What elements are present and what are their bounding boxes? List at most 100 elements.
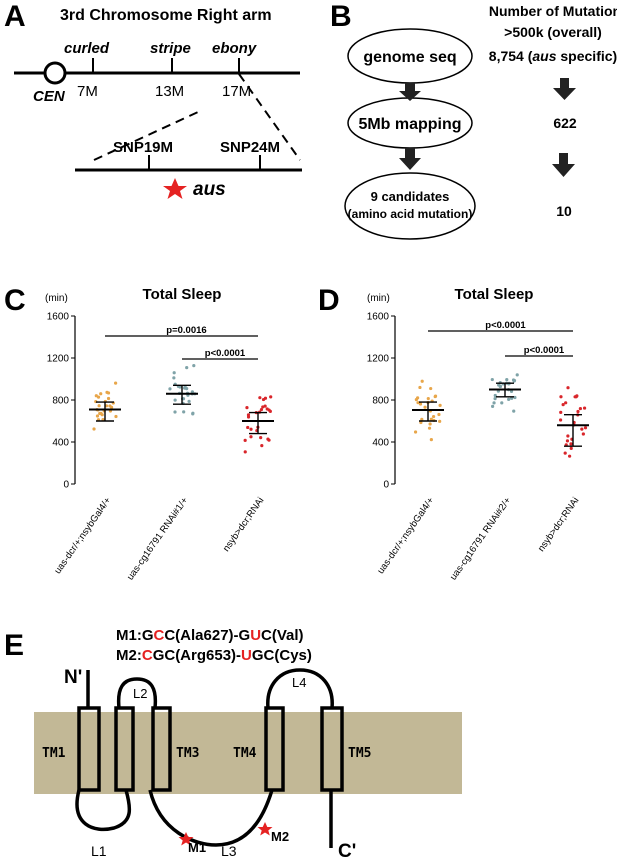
y-tick-label: 1200 (47, 354, 70, 365)
data-point (114, 414, 118, 419)
data-point (438, 419, 442, 423)
data-point (172, 376, 176, 380)
step-candidates-sub: (amino acid mutation) (348, 207, 473, 221)
chart-c-title: Total Sleep (143, 286, 222, 303)
chart-d-plot: 040080012001600uas-dcr/+;nsybGal4/+uas-c… (367, 312, 589, 582)
data-point (428, 422, 432, 426)
data-point (497, 383, 501, 387)
y-tick-label: 1600 (47, 312, 70, 323)
data-point (505, 378, 509, 382)
data-point (491, 404, 495, 408)
data-point (559, 410, 563, 414)
tm1-helix (77, 706, 101, 792)
data-point (431, 414, 436, 419)
chart-d-title: Total Sleep (455, 286, 534, 303)
aus-label: aus (193, 179, 226, 200)
data-point (243, 450, 247, 454)
data-point (568, 454, 572, 458)
data-point (265, 407, 269, 411)
y-tick-label: 400 (52, 438, 69, 449)
data-point (500, 401, 504, 405)
loop-l4-label: L4 (292, 675, 306, 690)
data-point (192, 364, 196, 368)
data-point (438, 403, 442, 407)
data-point (515, 373, 519, 377)
y-tick-label: 800 (372, 396, 389, 407)
gene-name-ebony: ebony (212, 40, 257, 57)
data-point (97, 404, 101, 408)
p-value-label: p<0.0001 (485, 320, 526, 331)
panel-d-letter: D (318, 284, 340, 317)
x-tick-label: uas-dcr/+;nsybGal4/+ (375, 495, 436, 576)
data-point (168, 387, 172, 391)
y-tick-label: 400 (372, 438, 389, 449)
tm3-label: TM3 (176, 746, 199, 761)
data-point (416, 401, 420, 405)
data-point (419, 420, 423, 425)
cell-membrane (34, 712, 462, 794)
data-point (509, 389, 514, 394)
gene-pos-stripe: 13M (155, 83, 184, 100)
panel-c-letter: C (4, 284, 26, 317)
data-point (580, 427, 584, 431)
p-value-label: p<0.0001 (205, 348, 246, 359)
data-point (512, 409, 516, 413)
data-point (490, 377, 494, 382)
centromere-circle (43, 61, 67, 85)
snp24m-label: SNP24M (220, 139, 280, 156)
data-point (569, 446, 573, 450)
data-point (418, 402, 423, 406)
arrow-down-icon (399, 83, 421, 101)
panel-b: B Number of Mutation >500k (overall) 8,7… (330, 0, 617, 240)
mutation-m1-star-icon (178, 832, 194, 846)
data-point (423, 405, 427, 409)
step-candidates (344, 172, 476, 240)
data-point (575, 394, 579, 398)
data-point (249, 435, 253, 439)
arrow-down-icon (552, 153, 575, 177)
y-tick-label: 0 (63, 480, 69, 491)
data-point (259, 407, 264, 412)
data-point (246, 413, 251, 417)
data-point (576, 409, 580, 414)
data-point (266, 437, 270, 441)
tm3-helix (151, 706, 172, 792)
loop-l2-label: L2 (133, 686, 147, 701)
data-point (269, 395, 273, 399)
data-point (173, 398, 177, 402)
y-tick-label: 1200 (367, 354, 390, 365)
x-tick-label: nsyb>dcr;RNAi (536, 495, 582, 553)
data-point (190, 390, 195, 394)
data-point (261, 397, 266, 402)
data-point (583, 426, 588, 430)
data-point (191, 411, 195, 415)
data-point (561, 403, 565, 407)
data-point (564, 401, 568, 405)
data-point (258, 396, 262, 400)
data-point (420, 379, 424, 383)
panel-e-letter: E (4, 629, 24, 662)
data-point (100, 413, 104, 417)
p-value-label: p<0.0001 (524, 345, 565, 356)
data-point (413, 430, 418, 434)
data-point (259, 436, 263, 440)
arrow-down-icon (553, 78, 576, 100)
gene-pos-ebony: 17M (222, 83, 251, 100)
mutation-header: Number of Mutation (489, 3, 617, 19)
loop-l3-label: L3 (221, 843, 237, 858)
tm4-label: TM4 (233, 746, 257, 761)
data-point (99, 392, 103, 396)
chart-c-ylabel: (min) (45, 293, 68, 304)
arrow-down-icon (399, 148, 421, 170)
data-point (420, 417, 424, 421)
mutation-m1-label: M1 (188, 840, 206, 855)
data-point (187, 399, 191, 403)
x-tick-label: uas-cg16791 RNAi#2/+ (448, 495, 514, 582)
zoom-dash-left (93, 111, 199, 161)
data-point (106, 391, 111, 395)
data-point (512, 379, 516, 383)
aus-star-icon (163, 178, 187, 199)
data-point (563, 451, 567, 455)
chart-d-ylabel: (min) (367, 293, 390, 304)
panel-e: E M1:GCC(Ala627)-GUC(Val) M2:CGC(Arg653)… (4, 627, 462, 858)
